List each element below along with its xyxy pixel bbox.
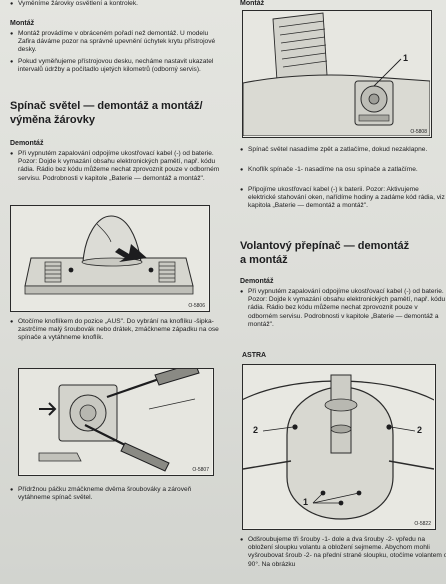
section-title: Volantový přepínač — demontáž: [240, 240, 410, 252]
figure-switch-installed: 1 O-5808: [242, 10, 432, 138]
montaz-heading: Montáž: [240, 0, 265, 7]
bullet-item: Montáž provádíme v obráceném pořadí než …: [10, 30, 223, 55]
montaz-heading: Montáž: [10, 20, 35, 27]
figure-code: O-5806: [188, 303, 205, 309]
bullet-item: Knoflík spínače -1- nasadíme na osu spín…: [240, 166, 446, 174]
bullet-item: Při vypnutém zapalování odpojíme ukostřo…: [10, 150, 223, 183]
figure-code: O-5808: [410, 129, 427, 135]
section-title-continued: a montáž: [240, 254, 288, 266]
section-title: Spínač světel — demontáž a montáž/: [10, 100, 203, 112]
figure-label-bottom: 1: [303, 497, 309, 507]
bullet-item: Pokud vyměňujeme přístrojovou desku, nec…: [10, 58, 223, 74]
bullet-item: Připojíme ukostřovací kabel (-) k bateri…: [240, 186, 446, 211]
figure-label: 1: [403, 53, 409, 63]
figure-code: O-5807: [192, 467, 209, 473]
bullet-item: Spínač světel nasadíme zpět a zatlačíme,…: [240, 146, 446, 154]
screwdriver-illustration: [19, 369, 212, 474]
demontaz-heading: Demontáž: [240, 278, 274, 285]
bullet-item: Odšroubujeme tři šrouby -1- dole a dva š…: [240, 536, 446, 569]
bullet-item: Přídržnou páčku zmáčkneme dvěma šroubová…: [10, 486, 223, 502]
bullet-item: Vyměníme žárovky osvětlení a kontrolek.: [10, 0, 223, 8]
demontaz-heading: Demontáž: [10, 140, 44, 147]
figure-label-left: 2: [253, 425, 259, 435]
figure-screwdrivers: O-5807: [18, 368, 214, 476]
figure-steering-column: 2 2 1 O-5822: [242, 364, 436, 530]
bullet-item: Při vypnutém zapalování odpojíme ukostřo…: [240, 288, 446, 329]
switch-knob-illustration: [11, 206, 208, 310]
figure-code: O-5822: [414, 521, 431, 527]
figure-label-right: 2: [417, 425, 423, 435]
figure-switch-knob: O-5806: [10, 205, 210, 312]
section-title-continued: výměna žárovky: [10, 114, 95, 126]
switch-installed-illustration: [243, 11, 431, 137]
steering-column-illustration: [243, 365, 435, 528]
astra-label: ASTRA: [242, 352, 267, 359]
bullet-item: Otočíme knoflíkem do pozice „AUS". Do vy…: [10, 318, 223, 343]
